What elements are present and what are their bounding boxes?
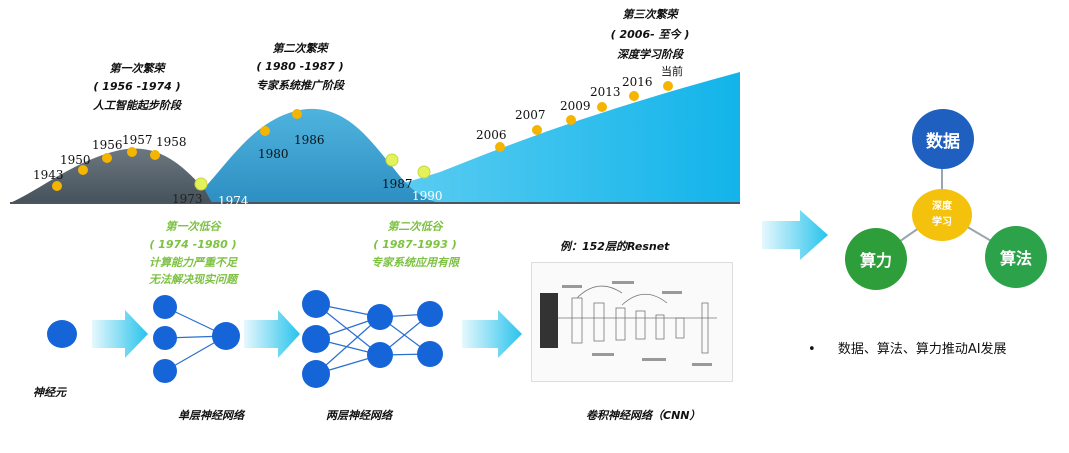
- boom2-range: ( 1980 -1987 ): [256, 60, 344, 73]
- year-now: 当前: [661, 65, 683, 78]
- dot-1958: [150, 150, 160, 160]
- caption-single-layer: 单层神经网络: [178, 409, 244, 422]
- boom1-title: 第一次繁荣: [109, 62, 165, 75]
- dot-1943: [52, 181, 62, 191]
- dot-1987: [385, 153, 399, 167]
- year-1950: 1950: [60, 153, 91, 167]
- low1-title: 第一次低谷: [165, 220, 221, 233]
- year-1973: 1973: [172, 192, 203, 206]
- year-1958: 1958: [156, 135, 187, 149]
- year-1986: 1986: [294, 133, 325, 147]
- dot-1957: [127, 147, 137, 157]
- bullet-dot: •: [808, 342, 816, 357]
- boom3-annotation: 第三次繁荣 ( 2006- 至今 ) 深度学习阶段: [575, 6, 725, 62]
- single-layer-nodes: [153, 295, 240, 383]
- dot-1980: [260, 126, 270, 136]
- year-2006: 2006: [476, 128, 507, 142]
- low2-range: ( 1987-1993 ): [373, 238, 457, 251]
- triad-center-line2: 学习: [932, 217, 952, 228]
- resnet-sketch: [540, 281, 717, 366]
- dot-2009: [566, 115, 576, 125]
- dot-2007: [532, 125, 542, 135]
- dot-1950: [78, 165, 88, 175]
- boom2-annotation: 第二次繁荣 ( 1980 -1987 ) 专家系统推广阶段: [225, 40, 375, 93]
- triad-algo-label: 算法: [999, 249, 1032, 268]
- year-1974: 1974: [218, 194, 249, 208]
- year-dots: [52, 81, 673, 191]
- boom1-stage: 人工智能起步阶段: [93, 99, 181, 112]
- dot-1990: [417, 165, 431, 179]
- boom1-range: ( 1956 -1974 ): [93, 80, 181, 93]
- caption-cnn: 卷积神经网络（CNN）: [586, 409, 701, 422]
- year-2007: 2007: [515, 108, 546, 122]
- dot-1986: [292, 109, 302, 119]
- low2-line1: 专家系统应用有限: [371, 256, 459, 269]
- two-layer-nodes: [302, 290, 443, 388]
- triad-compute: 算力: [845, 228, 907, 290]
- timeline-waves: [10, 72, 740, 204]
- triad-compute-label: 算力: [859, 251, 892, 270]
- triad-algo: 算法: [985, 226, 1047, 288]
- network-diagrams: [47, 290, 522, 388]
- boom2-stage: 专家系统推广阶段: [256, 79, 344, 92]
- neuron-node: [47, 320, 77, 348]
- low1-line1: 计算能力严重不足: [149, 256, 237, 269]
- boom2-title: 第二次繁荣: [272, 42, 328, 55]
- year-1956: 1956: [92, 138, 123, 152]
- resnet-figure: [531, 262, 733, 382]
- year-2016: 2016: [622, 75, 653, 89]
- dot-2013: [597, 102, 607, 112]
- triad-center-line1: 深度: [932, 201, 952, 212]
- boom3-title: 第三次繁荣: [622, 8, 678, 21]
- dot-1973: [194, 177, 208, 191]
- low1-line2: 无法解决现实问题: [149, 273, 237, 286]
- low1-range: ( 1974 -1980 ): [149, 238, 237, 251]
- arrow-3: [462, 310, 522, 358]
- year-1987: 1987: [382, 177, 413, 191]
- low2-annotation: 第二次低谷 ( 1987-1993 ) 专家系统应用有限: [340, 218, 490, 270]
- boom1-annotation: 第一次繁荣 ( 1956 -1974 ) 人工智能起步阶段: [62, 60, 212, 113]
- year-1943: 1943: [33, 168, 64, 182]
- boom3-stage: 深度学习阶段: [617, 48, 683, 61]
- triad-caption: 数据、算法、算力推动AI发展: [837, 342, 1007, 357]
- boom3-range: ( 2006- 至今 ): [610, 28, 690, 41]
- year-1990: 1990: [412, 189, 443, 203]
- arrow-2: [244, 310, 300, 358]
- triad-data-label: 数据: [926, 131, 960, 152]
- year-2013: 2013: [590, 85, 621, 99]
- dot-2006: [495, 142, 505, 152]
- triad-data: 数据: [912, 109, 974, 169]
- caption-neuron: 神经元: [33, 386, 66, 399]
- low2-title: 第二次低谷: [387, 220, 443, 233]
- resnet-label: 例：152层的Resnet: [560, 240, 670, 253]
- dot-1956: [102, 153, 112, 163]
- low1-annotation: 第一次低谷 ( 1974 -1980 ) 计算能力严重不足 无法解决现实问题: [118, 218, 268, 287]
- year-1980: 1980: [258, 147, 289, 161]
- triad-caption-row: • 数据、算法、算力推动AI发展: [808, 338, 1007, 357]
- year-1957: 1957: [122, 133, 153, 147]
- dot-now: [663, 81, 673, 91]
- wave-third-boom: [300, 72, 740, 203]
- arrow-to-triad: [762, 210, 828, 260]
- year-2009: 2009: [560, 99, 591, 113]
- dot-2016: [629, 91, 639, 101]
- trough-dots: [194, 153, 431, 191]
- arrow-1: [92, 310, 148, 358]
- triad-center: 深度 学习: [912, 189, 972, 241]
- caption-two-layer: 两层神经网络: [326, 409, 392, 422]
- wave-second-boom: [190, 108, 440, 203]
